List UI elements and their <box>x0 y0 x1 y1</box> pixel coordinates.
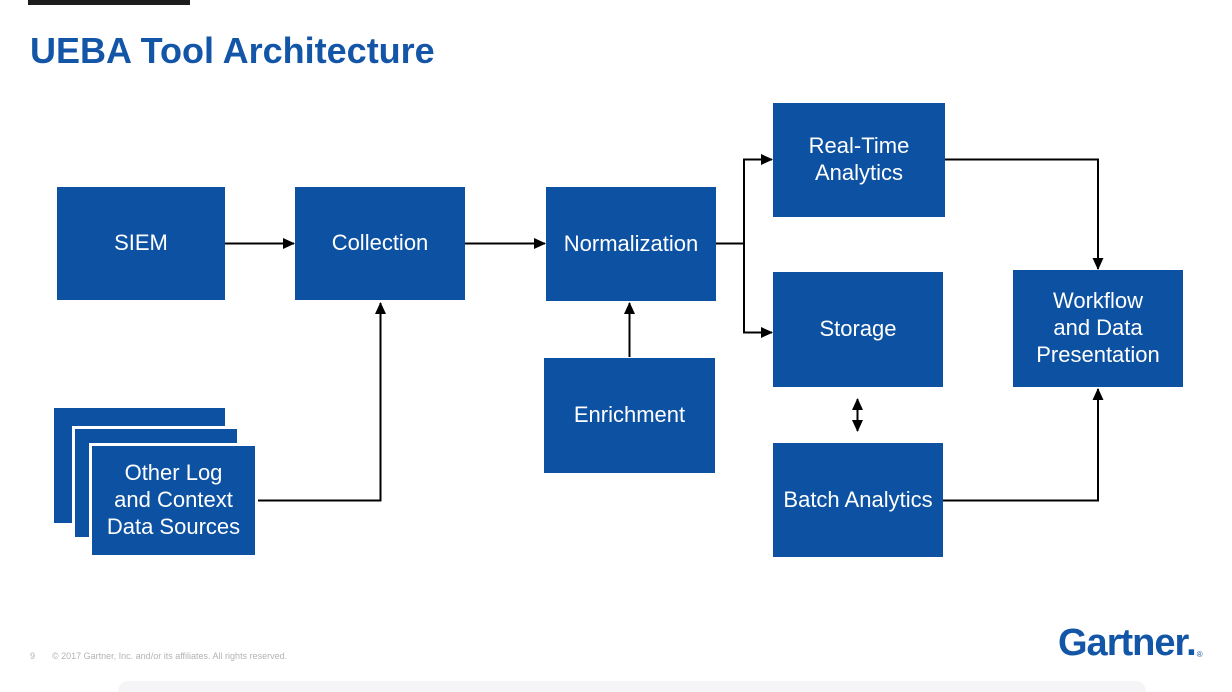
node-real-time-analytics: Real-Time Analytics <box>773 103 945 217</box>
edge-realtime-workflow <box>945 158 1104 270</box>
registered-trademark-icon: ® <box>1196 650 1203 659</box>
node-label: Batch Analytics <box>783 486 933 512</box>
page-number: 9 <box>30 651 36 661</box>
top-left-strip <box>28 0 190 5</box>
edge-othersources-collection <box>258 302 386 502</box>
node-label: Enrichment <box>573 402 686 428</box>
node-label-line: Workflow <box>1052 288 1144 314</box>
node-label-line: Data Sources <box>106 513 241 539</box>
node-label-line: Other Log <box>124 460 223 486</box>
node-workflow-data-presentation: Workflow and Data Presentation <box>1013 270 1183 387</box>
node-batch-analytics: Batch Analytics <box>773 443 943 557</box>
node-normalization: Normalization <box>546 187 716 301</box>
node-label-line: Analytics <box>814 160 904 185</box>
node-other-sources: Other Log and Context Data Sources <box>89 443 258 558</box>
node-label-line: Real-Time <box>808 133 910 159</box>
node-label-line: and Context <box>114 487 233 513</box>
node-label-line: Presentation <box>1036 341 1160 367</box>
node-label: Storage <box>819 316 897 342</box>
node-label-line: and Data <box>1053 315 1143 341</box>
gartner-logo: Gartner.® <box>1058 622 1203 665</box>
gartner-logo-text: Gartner. <box>1058 622 1197 664</box>
node-siem: SIEM <box>57 187 225 300</box>
node-label: SIEM <box>114 230 168 256</box>
page-title: UEBA Tool Architecture <box>30 30 435 71</box>
bottom-window-edge <box>118 681 1146 692</box>
node-storage: Storage <box>773 272 943 387</box>
node-label: Collection <box>331 230 429 256</box>
copyright-text: © 2017 Gartner, Inc. and/or its affiliat… <box>52 651 288 661</box>
node-collection: Collection <box>295 187 465 300</box>
edge-batch-workflow <box>943 388 1104 502</box>
node-enrichment: Enrichment <box>544 358 715 473</box>
node-label: Normalization <box>563 230 699 256</box>
